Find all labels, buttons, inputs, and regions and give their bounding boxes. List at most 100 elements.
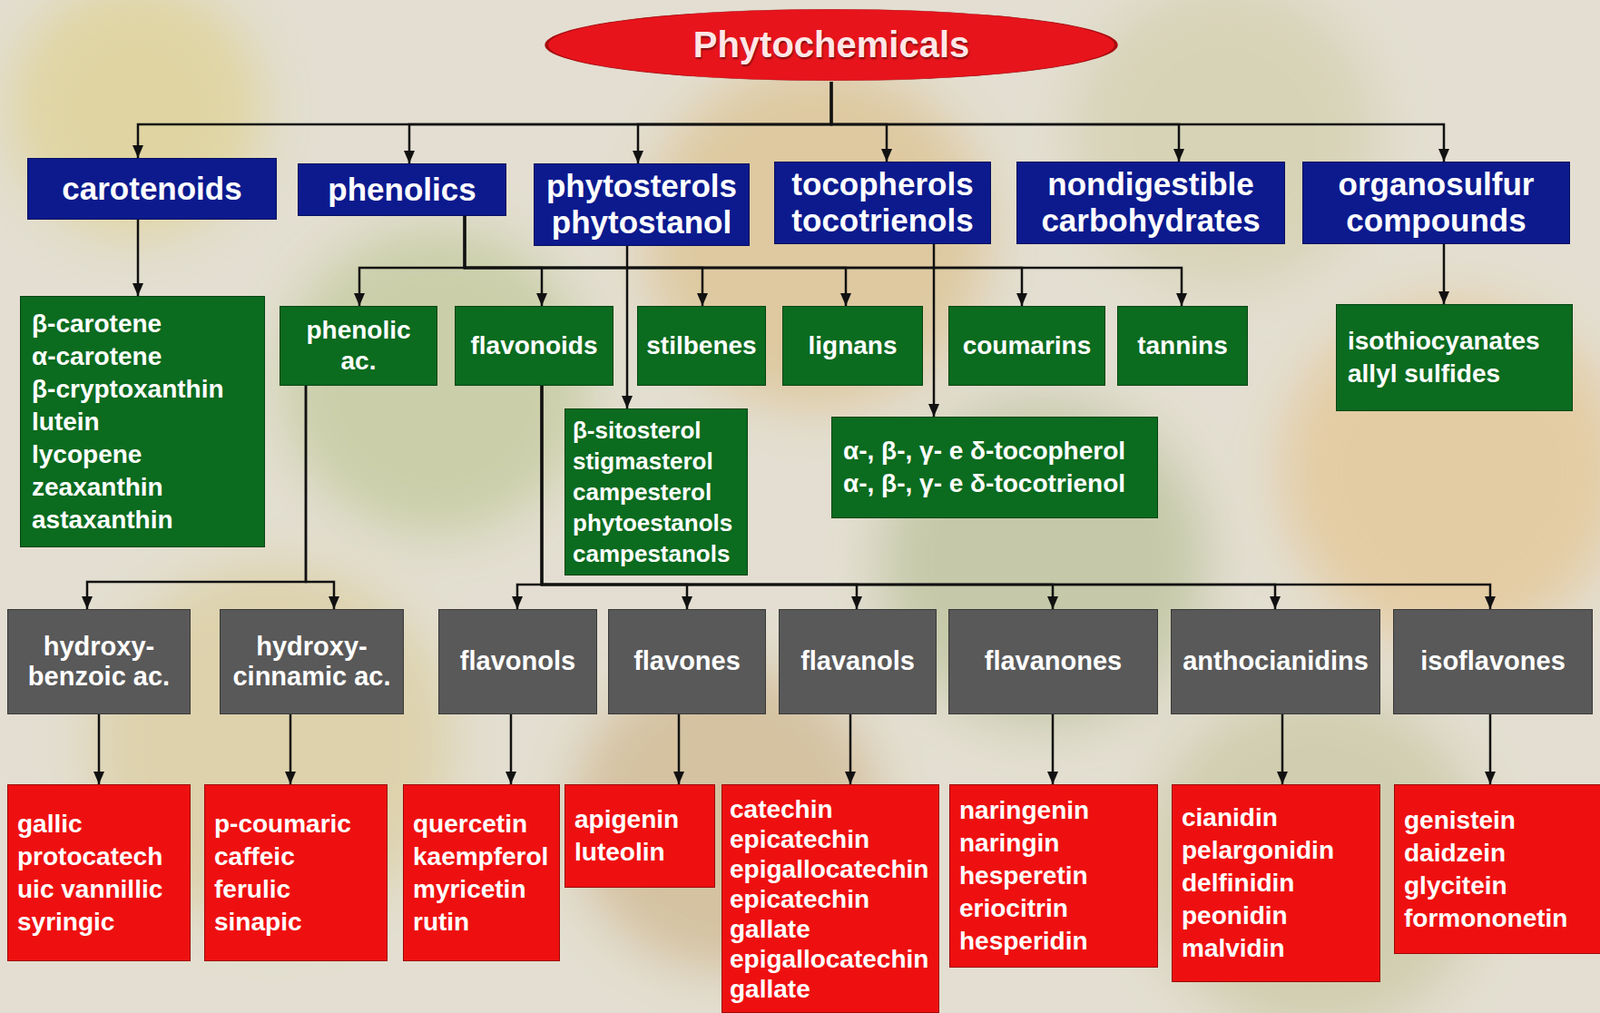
class-box: flavanones xyxy=(948,608,1159,715)
box-label: tannins xyxy=(1124,330,1241,362)
title-ellipse: Phytochemicals xyxy=(543,8,1120,82)
class-box: hydroxy- benzoic ac. xyxy=(7,608,191,715)
box-label: coumarins xyxy=(955,330,1099,362)
connector-arrow xyxy=(831,81,1444,162)
box-label: formononetin xyxy=(1403,902,1591,935)
box-label: glycitein xyxy=(1403,869,1591,903)
connector-arrow xyxy=(510,714,513,785)
connector-arrow xyxy=(137,81,832,158)
connector-arrow xyxy=(1281,714,1285,785)
box-label: cianidin xyxy=(1181,801,1371,835)
box-label: epigallocatechin gallate xyxy=(729,943,932,1004)
box-label: flavonols xyxy=(446,646,589,677)
box-label: α-carotene xyxy=(31,340,254,374)
box-label: lutein xyxy=(31,405,254,439)
box-label: flavanones xyxy=(956,646,1150,677)
connector-arrow xyxy=(289,714,293,785)
category-box: phytosterols phytostanol xyxy=(533,163,750,246)
box-label: naringin xyxy=(959,826,1149,860)
box-label: flavanols xyxy=(786,646,929,677)
box-label: p-coumaric xyxy=(214,807,378,841)
connector-arrow xyxy=(541,385,1276,609)
box-label: β-carotene xyxy=(31,307,254,341)
compound-list-box: β-caroteneα-caroteneβ-cryptoxanthinlutei… xyxy=(19,295,266,548)
box-label: sinapic xyxy=(214,905,378,939)
box-label: malvidin xyxy=(1181,932,1371,965)
box-label: catechin xyxy=(729,794,932,825)
example-list-box: genisteindaidzeinglyciteinformononetin xyxy=(1393,784,1600,954)
box-label: α-, β-, γ- e δ-tocotrienol xyxy=(843,467,1147,501)
box-label: caffeic xyxy=(214,840,378,874)
connector-arrow xyxy=(1489,714,1493,785)
box-label: eriocitrin xyxy=(959,892,1149,925)
connector-arrow xyxy=(1442,244,1446,305)
box-label: α-, β-, γ- e δ-tocopherol xyxy=(843,434,1147,468)
connector-arrow xyxy=(409,81,832,164)
connector-arrow xyxy=(541,385,857,609)
box-label: apigenin xyxy=(574,803,706,836)
box-label: syringic xyxy=(17,905,181,939)
subcategory-box: lignans xyxy=(782,305,923,386)
example-list-box: quercetinkaempferolmyricetinrutin xyxy=(402,784,560,962)
category-box: nondigestible carbohydrates xyxy=(1016,161,1286,245)
connector-arrow xyxy=(359,215,465,306)
box-label: isothiocyanates xyxy=(1347,324,1561,358)
box-label: organosulfur compounds xyxy=(1312,166,1561,240)
box-label: kaempferol xyxy=(412,840,550,874)
example-list-box: gallicprotocatech uic vannillicsyringic xyxy=(7,784,191,962)
box-label: tocopherols tocotrienols xyxy=(784,166,982,240)
category-box: phenolics xyxy=(297,163,507,216)
box-label: hesperidin xyxy=(959,924,1149,958)
box-label: anthocianidins xyxy=(1178,646,1373,677)
connector-arrow xyxy=(464,215,542,306)
class-box: isoflavones xyxy=(1393,608,1593,715)
class-box: flavones xyxy=(608,608,766,715)
connector-arrow xyxy=(137,219,140,296)
class-box: flavanols xyxy=(778,608,937,715)
box-label: campesterol xyxy=(572,476,740,508)
subcategory-box: tannins xyxy=(1117,305,1248,386)
box-label: flavones xyxy=(616,646,758,677)
connector-arrow xyxy=(932,244,936,418)
box-label: rutin xyxy=(412,905,550,939)
connector-arrow xyxy=(626,245,629,410)
box-label: gallic xyxy=(17,807,181,841)
box-label: phenolic ac. xyxy=(286,314,431,376)
subcategory-box: flavonoids xyxy=(454,305,614,386)
box-label: peonidin xyxy=(1181,899,1371,933)
diagram-title: Phytochemicals xyxy=(693,24,971,66)
box-label: delfinidin xyxy=(1181,866,1371,900)
box-label: daidzein xyxy=(1403,836,1591,870)
connector-arrow xyxy=(1051,714,1055,785)
connector-arrow xyxy=(98,714,101,785)
connector-arrow xyxy=(638,81,832,164)
box-label: stigmasterol xyxy=(572,445,740,477)
connector-arrow xyxy=(541,385,1491,609)
box-label: naringenin xyxy=(959,794,1149,827)
connector-arrow xyxy=(831,81,1179,162)
box-label: astaxanthin xyxy=(31,503,254,537)
box-label: hydroxy- cinnamic ac. xyxy=(227,631,396,693)
box-label: ferulic xyxy=(214,873,378,906)
box-label: phytosterols phytostanol xyxy=(543,167,740,242)
box-label: zeaxanthin xyxy=(31,471,254,504)
connector-arrow xyxy=(517,385,542,609)
category-box: tocopherols tocotrienols xyxy=(774,161,992,245)
compound-list-box: α-, β-, γ- e δ-tocopherolα-, β-, γ- e δ-… xyxy=(831,416,1159,519)
subcategory-box: coumarins xyxy=(948,305,1106,386)
connector-arrow xyxy=(305,385,334,609)
box-label: nondigestible carbohydrates xyxy=(1026,166,1276,240)
box-label: quercetin xyxy=(412,807,550,841)
box-label: flavonoids xyxy=(461,330,607,362)
subcategory-box: phenolic ac. xyxy=(279,305,438,386)
box-label: pelargonidin xyxy=(1181,834,1371,867)
example-list-box: naringeninnaringinhesperetineriocitrinhe… xyxy=(949,784,1159,968)
example-list-box: catechinepicatechinepigallocatechinepica… xyxy=(721,784,940,1013)
connector-arrow xyxy=(831,81,887,162)
box-label: genistein xyxy=(1403,804,1591,837)
box-label: myricetin xyxy=(412,873,550,906)
category-box: organosulfur compounds xyxy=(1302,161,1571,245)
